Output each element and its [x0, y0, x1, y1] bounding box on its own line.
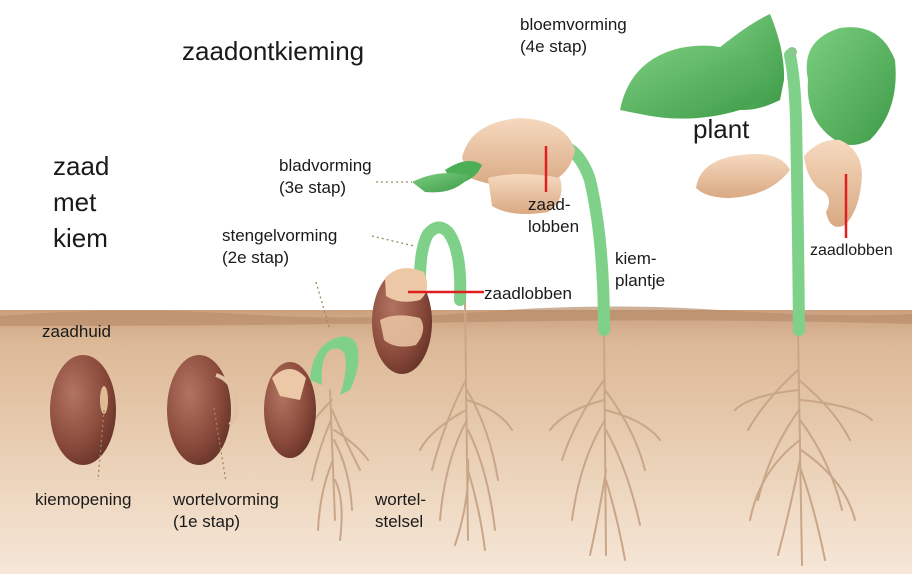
root-system-line-1: wortel- [375, 489, 426, 511]
diagram-title: zaadontkieming [182, 34, 364, 68]
cotyledons-stage5-label: zaad- lobben [528, 194, 579, 238]
stem-formation-line-1: stengelvorming [222, 225, 337, 247]
root-formation-line-2: (1e stap) [173, 511, 279, 533]
root-formation-line-1: wortelvorming [173, 489, 279, 511]
seed-coat-label: zaadhuid [42, 321, 111, 343]
micropyle-label: kiemopening [35, 489, 131, 511]
seedling-line-2: plantje [615, 270, 665, 292]
leaf-formation-line-1: bladvorming [279, 155, 372, 177]
root-system-label: wortel- stelsel [375, 489, 426, 533]
root-system-line-2: stelsel [375, 511, 426, 533]
seedling-line-1: kiem- [615, 248, 665, 270]
seed-with-embryo-label: zaad met kiem [53, 148, 109, 256]
seed-label-line-2: met [53, 184, 109, 220]
cotyledons-stage5-line-1: zaad- [528, 194, 579, 216]
cotyledons-plant-label: zaadlobben [810, 240, 893, 262]
seed-label-line-3: kiem [53, 220, 109, 256]
flower-formation-label: bloemvorming (4e stap) [520, 14, 627, 58]
cotyledons-stage5-line-2: lobben [528, 216, 579, 238]
plant-label: plant [693, 112, 749, 146]
root-formation-label: wortelvorming (1e stap) [173, 489, 279, 533]
leaf-formation-line-2: (3e stap) [279, 177, 372, 199]
seedling-label: kiem- plantje [615, 248, 665, 292]
seed-label-line-1: zaad [53, 148, 109, 184]
seed-stage-1 [50, 355, 116, 465]
flower-formation-line-2: (4e stap) [520, 36, 627, 58]
flower-formation-line-1: bloemvorming [520, 14, 627, 36]
stem-formation-label: stengelvorming (2e stap) [222, 225, 337, 269]
cotyledons-stage4-label: zaadlobben [484, 283, 572, 305]
leaf-formation-label: bladvorming (3e stap) [279, 155, 372, 199]
stem-formation-line-2: (2e stap) [222, 247, 337, 269]
